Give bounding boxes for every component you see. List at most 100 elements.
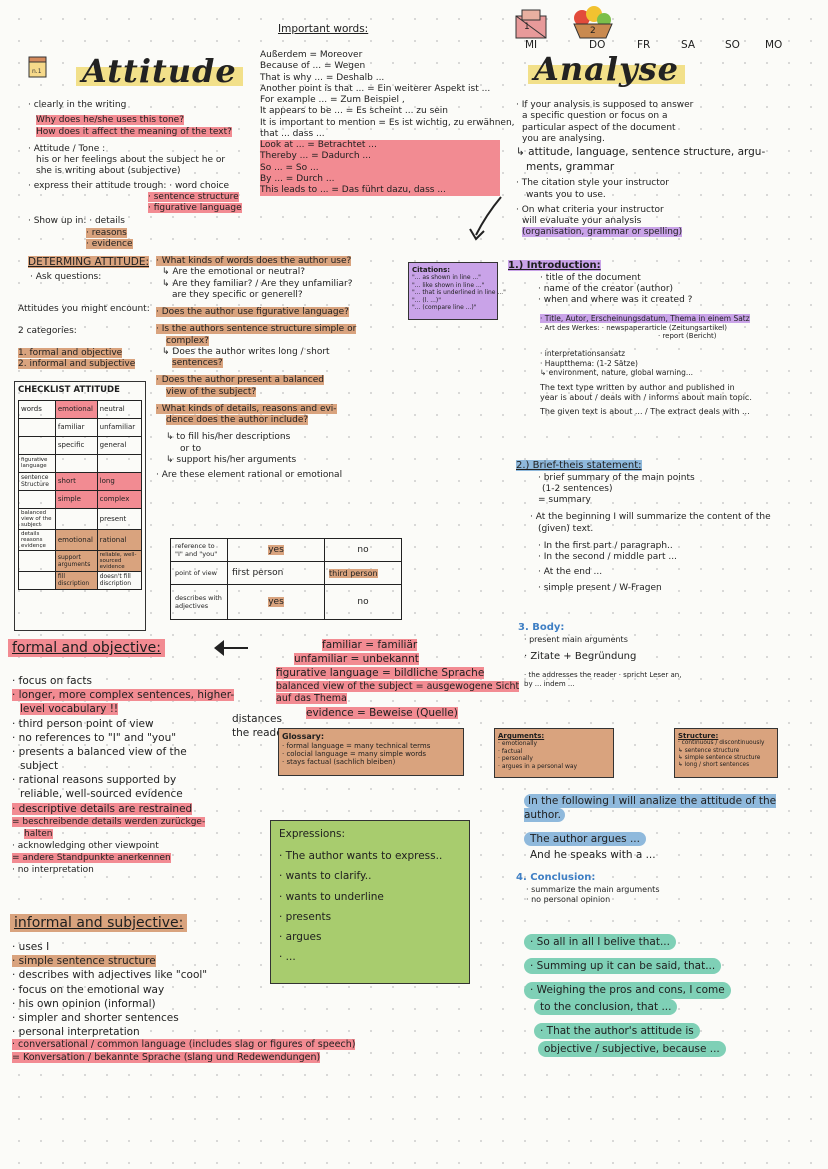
structure-item: ↳ long / short sentences (678, 762, 750, 769)
day-label: FR (637, 39, 651, 51)
note-line: (given) text. (538, 523, 594, 534)
day-label: SA (681, 39, 696, 51)
note-line: · figurative language (148, 203, 242, 213)
day-number: 1 (524, 22, 530, 32)
calendar-icon (512, 6, 552, 42)
phrase-item: · So all in all I belive that... (524, 934, 676, 951)
phrase-item: · Weighing the pros and cons, I come (524, 982, 731, 999)
note-line: · Art des Werkes: · newspaperarticle (Ze… (540, 323, 727, 332)
table-cell: neutral (96, 399, 143, 419)
informal-subjective-title: informal and subjective: (10, 914, 188, 933)
notebook-icon: n.1 (28, 56, 48, 78)
day-number: 2 (590, 26, 596, 36)
day-label: MO (765, 39, 783, 51)
note-line: · express their attitude trough: · word … (28, 180, 230, 191)
section-title: 3. Body: (518, 622, 565, 633)
list-item: · uses I (12, 941, 50, 953)
table-cell (18, 489, 56, 509)
list-item: · focus on the emotional way (12, 983, 165, 996)
list-item: · conversational / common language (incl… (12, 1039, 356, 1051)
determining-questions: · What kinds of words does the author us… (156, 256, 406, 481)
note-line: · reasons (86, 227, 127, 238)
list-item: · acknowledging other viewpoint (12, 841, 159, 851)
category-item: 2. informal and subjective (18, 359, 136, 370)
note-line: · clearly in the writing (28, 100, 127, 110)
list-item: · focus on facts (12, 675, 92, 687)
table-cell: long (96, 471, 143, 491)
structure-item: ↳ sentence structure (678, 747, 740, 754)
note-line: will evaluate your analysis (522, 216, 642, 227)
section-introduction: 1.) Introduction: · title of the documen… (508, 260, 818, 417)
arguments-item: · personally (498, 755, 533, 763)
table-cell: support arguments (54, 549, 98, 572)
table-cell: reference to "I" and "you" (170, 538, 228, 562)
note-line: particular aspect of the document (522, 122, 676, 133)
table-cell: yes (268, 545, 284, 555)
question-line: dence does the author include? (166, 415, 309, 425)
list-item: · presents a balanced view of the (12, 745, 187, 758)
table-cell: fill discription (54, 570, 98, 590)
ask-questions-label: · Ask questions: (30, 272, 102, 282)
table-cell (18, 417, 56, 437)
question-line: complex? (166, 335, 209, 346)
question-line: · What kinds of details, reasons and evi… (156, 403, 337, 414)
word-pair: It appears to be ... = Es scheint ... zu… (260, 106, 449, 117)
list-item: reliable, well-sourced evidence (20, 788, 183, 801)
phrase-item: to the conclusion, that ... (534, 998, 678, 1015)
expression-item: · The author wants to express.. (279, 850, 443, 863)
structure-item: · continuous / discontinuously (678, 740, 765, 747)
category-list: 1. formal and objective 2. informal and … (18, 348, 136, 371)
citation-item: "... that is underlined in line ..." (412, 289, 506, 297)
note-line: · The citation style your instructor (516, 178, 669, 189)
citations-title: Citations: (412, 266, 451, 274)
note-line: (1-2 sentences) (542, 483, 613, 494)
section-title: 1.) Introduction: (508, 260, 601, 271)
question-line: sentences? (172, 358, 223, 368)
table-cell: rational (96, 528, 143, 551)
informal-list: · uses I · simple sentence structure · d… (12, 940, 452, 1065)
vocab-list: familiar = familiär unfamiliar = unbekan… (276, 638, 536, 720)
table-cell: describes with adjectives (170, 584, 228, 620)
question-line: ↳ Are they familiar? / Are they unfamili… (162, 278, 353, 289)
phrase-item: · That the author's attitude is (534, 1022, 700, 1039)
note-line: The given text is about ... / The extrac… (540, 407, 750, 417)
expressions-box: Expressions: · The author wants to expre… (270, 820, 470, 984)
table-cell: no (324, 584, 402, 620)
table-cell (18, 435, 56, 455)
citation-item: "... as shown in line ..." (412, 274, 481, 282)
list-item: = beschreibende details werden zurückge- (12, 816, 206, 827)
expression-item: · ... (279, 951, 296, 964)
vocab-item: familiar = familiär (322, 639, 418, 651)
page-title-analyse: Analyse (528, 50, 685, 88)
question-line: · Are these element rational or emotiona… (156, 470, 343, 480)
glossary-item: · formal language = many technical terms (282, 741, 431, 750)
structure-item: ↳ simple sentence structure (678, 754, 761, 761)
note-line: ↳ environment, nature, global warning... (540, 367, 693, 377)
note-line: · If your analysis is supposed to answer (516, 100, 694, 110)
list-item: · rational reasons supported by (12, 774, 177, 787)
note-line: · In the second / middle part ... (538, 552, 677, 562)
question-line: Why does he/she uses this tone? (36, 115, 184, 126)
expression-item: · wants to clarify.. (279, 870, 372, 883)
question-line: ↳ to fill his/her descriptions (166, 432, 291, 443)
section-body: 3. Body: · present main arguments · Zita… (518, 622, 818, 689)
table-cell: first person (227, 561, 325, 585)
table-row: figurative language (18, 453, 143, 473)
list-item: · simpler and shorter sentences (12, 1011, 179, 1024)
evidence-table-wrap: reference to "I" and "you" yes no point of… (170, 538, 402, 620)
arguments-box: Arguments: · emotionally · factual · per… (494, 728, 614, 778)
list-item: · describes with adjectives like "cool" (12, 969, 208, 982)
word-pair: Thereby ... = Dadurch ... (260, 151, 500, 163)
question-line: · Is the authors sentence structure simp… (156, 324, 357, 335)
question-line: · What kinds of words does the author us… (156, 256, 352, 266)
table-cell: emotional (54, 399, 98, 419)
vocab-item: unfamiliar = unbekannt (294, 653, 419, 666)
list-item: · simple sentence structure (12, 955, 156, 968)
note-line: (organisation, grammar or spelling) (522, 227, 683, 238)
expressions-title: Expressions: (279, 828, 346, 840)
note-line: · when and where was it created ? (538, 295, 693, 305)
arrow-icon (466, 195, 506, 249)
